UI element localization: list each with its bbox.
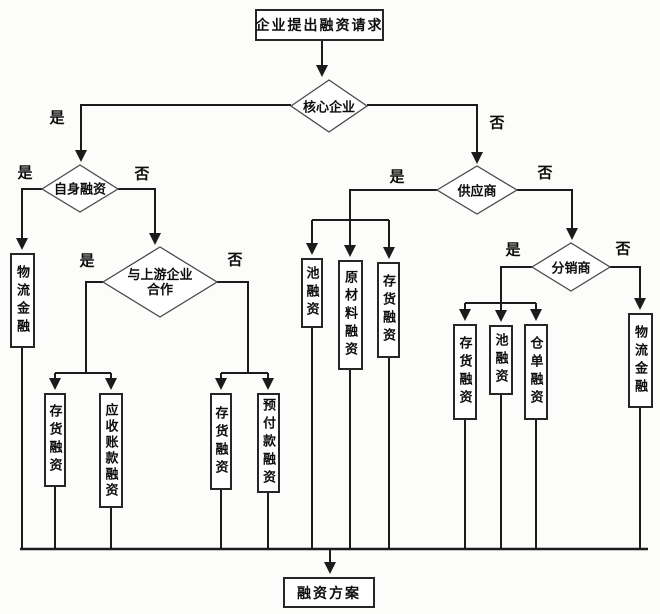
outcome-node-prepayment-financing: 预付款融资: [257, 393, 280, 493]
branch-label-no: 否: [615, 240, 631, 258]
connector-line: [217, 281, 249, 373]
connector-line: [367, 104, 483, 164]
outcome-node-logistics-finance-left: 物流金融: [10, 253, 35, 348]
branch-label-no: 否: [489, 114, 505, 132]
decision-distributor-diamond: [530, 242, 612, 292]
outcome-node-inventory-financing-4: 存货融资: [453, 324, 477, 420]
start-node: 企业提出融资请求: [255, 9, 384, 41]
outcome-node-pool-financing-1: 池融资: [301, 258, 323, 328]
connector-line: [500, 266, 532, 303]
decision-upstream-cooperation-diamond: [101, 246, 219, 318]
connector-line: [610, 266, 646, 310]
outcome-node-logistics-finance-right: 物流金融: [628, 313, 653, 408]
decision-upstream-cooperation-label: 与上游企业 合作: [127, 267, 192, 297]
upstream-label-line2: 合作: [146, 282, 174, 297]
branch-label-yes: 是: [49, 109, 65, 127]
branch-label-no: 否: [227, 251, 243, 269]
decision-self-financing-label: 自身融资: [53, 181, 107, 197]
connector-line: [16, 188, 42, 250]
branch-label-no: 否: [537, 164, 553, 182]
outcome-node-inventory-financing-2: 存货融资: [210, 393, 232, 490]
branch-label-yes: 是: [389, 168, 405, 186]
connector-line: [85, 281, 103, 373]
outcome-node-inventory-financing-1: 存货融资: [44, 393, 66, 487]
connector-line: [75, 104, 291, 162]
branch-label-no: 否: [134, 165, 150, 183]
decision-core-diamond: [289, 79, 369, 133]
upstream-label-line1: 与上游企业: [127, 267, 193, 282]
connector-line: [517, 189, 578, 240]
decision-core-label: 核心企业: [302, 99, 356, 115]
outcome-node-inventory-financing-3: 存货融资: [377, 262, 400, 358]
branch-label-yes: 是: [79, 252, 95, 270]
branch-label-yes: 是: [505, 241, 521, 259]
connector-line: [349, 189, 437, 220]
end-node: 融资方案: [283, 577, 375, 608]
decision-supplier-diamond: [435, 165, 519, 215]
outcome-node-pool-financing-2: 池融资: [489, 325, 513, 395]
outcome-node-warehouse-receipt-financing: 仓单融资: [524, 324, 548, 420]
outcome-node-raw-material-financing: 原材料融资: [338, 260, 363, 370]
connector-line: [118, 188, 161, 245]
decision-supplier-label: 供应商: [457, 183, 497, 199]
decision-distributor-label: 分销商: [551, 260, 591, 276]
branch-label-yes: 是: [17, 164, 33, 182]
decision-self-financing-diamond: [40, 164, 120, 213]
outcome-node-accounts-receivable-financing: 应收账款融资: [99, 393, 123, 508]
